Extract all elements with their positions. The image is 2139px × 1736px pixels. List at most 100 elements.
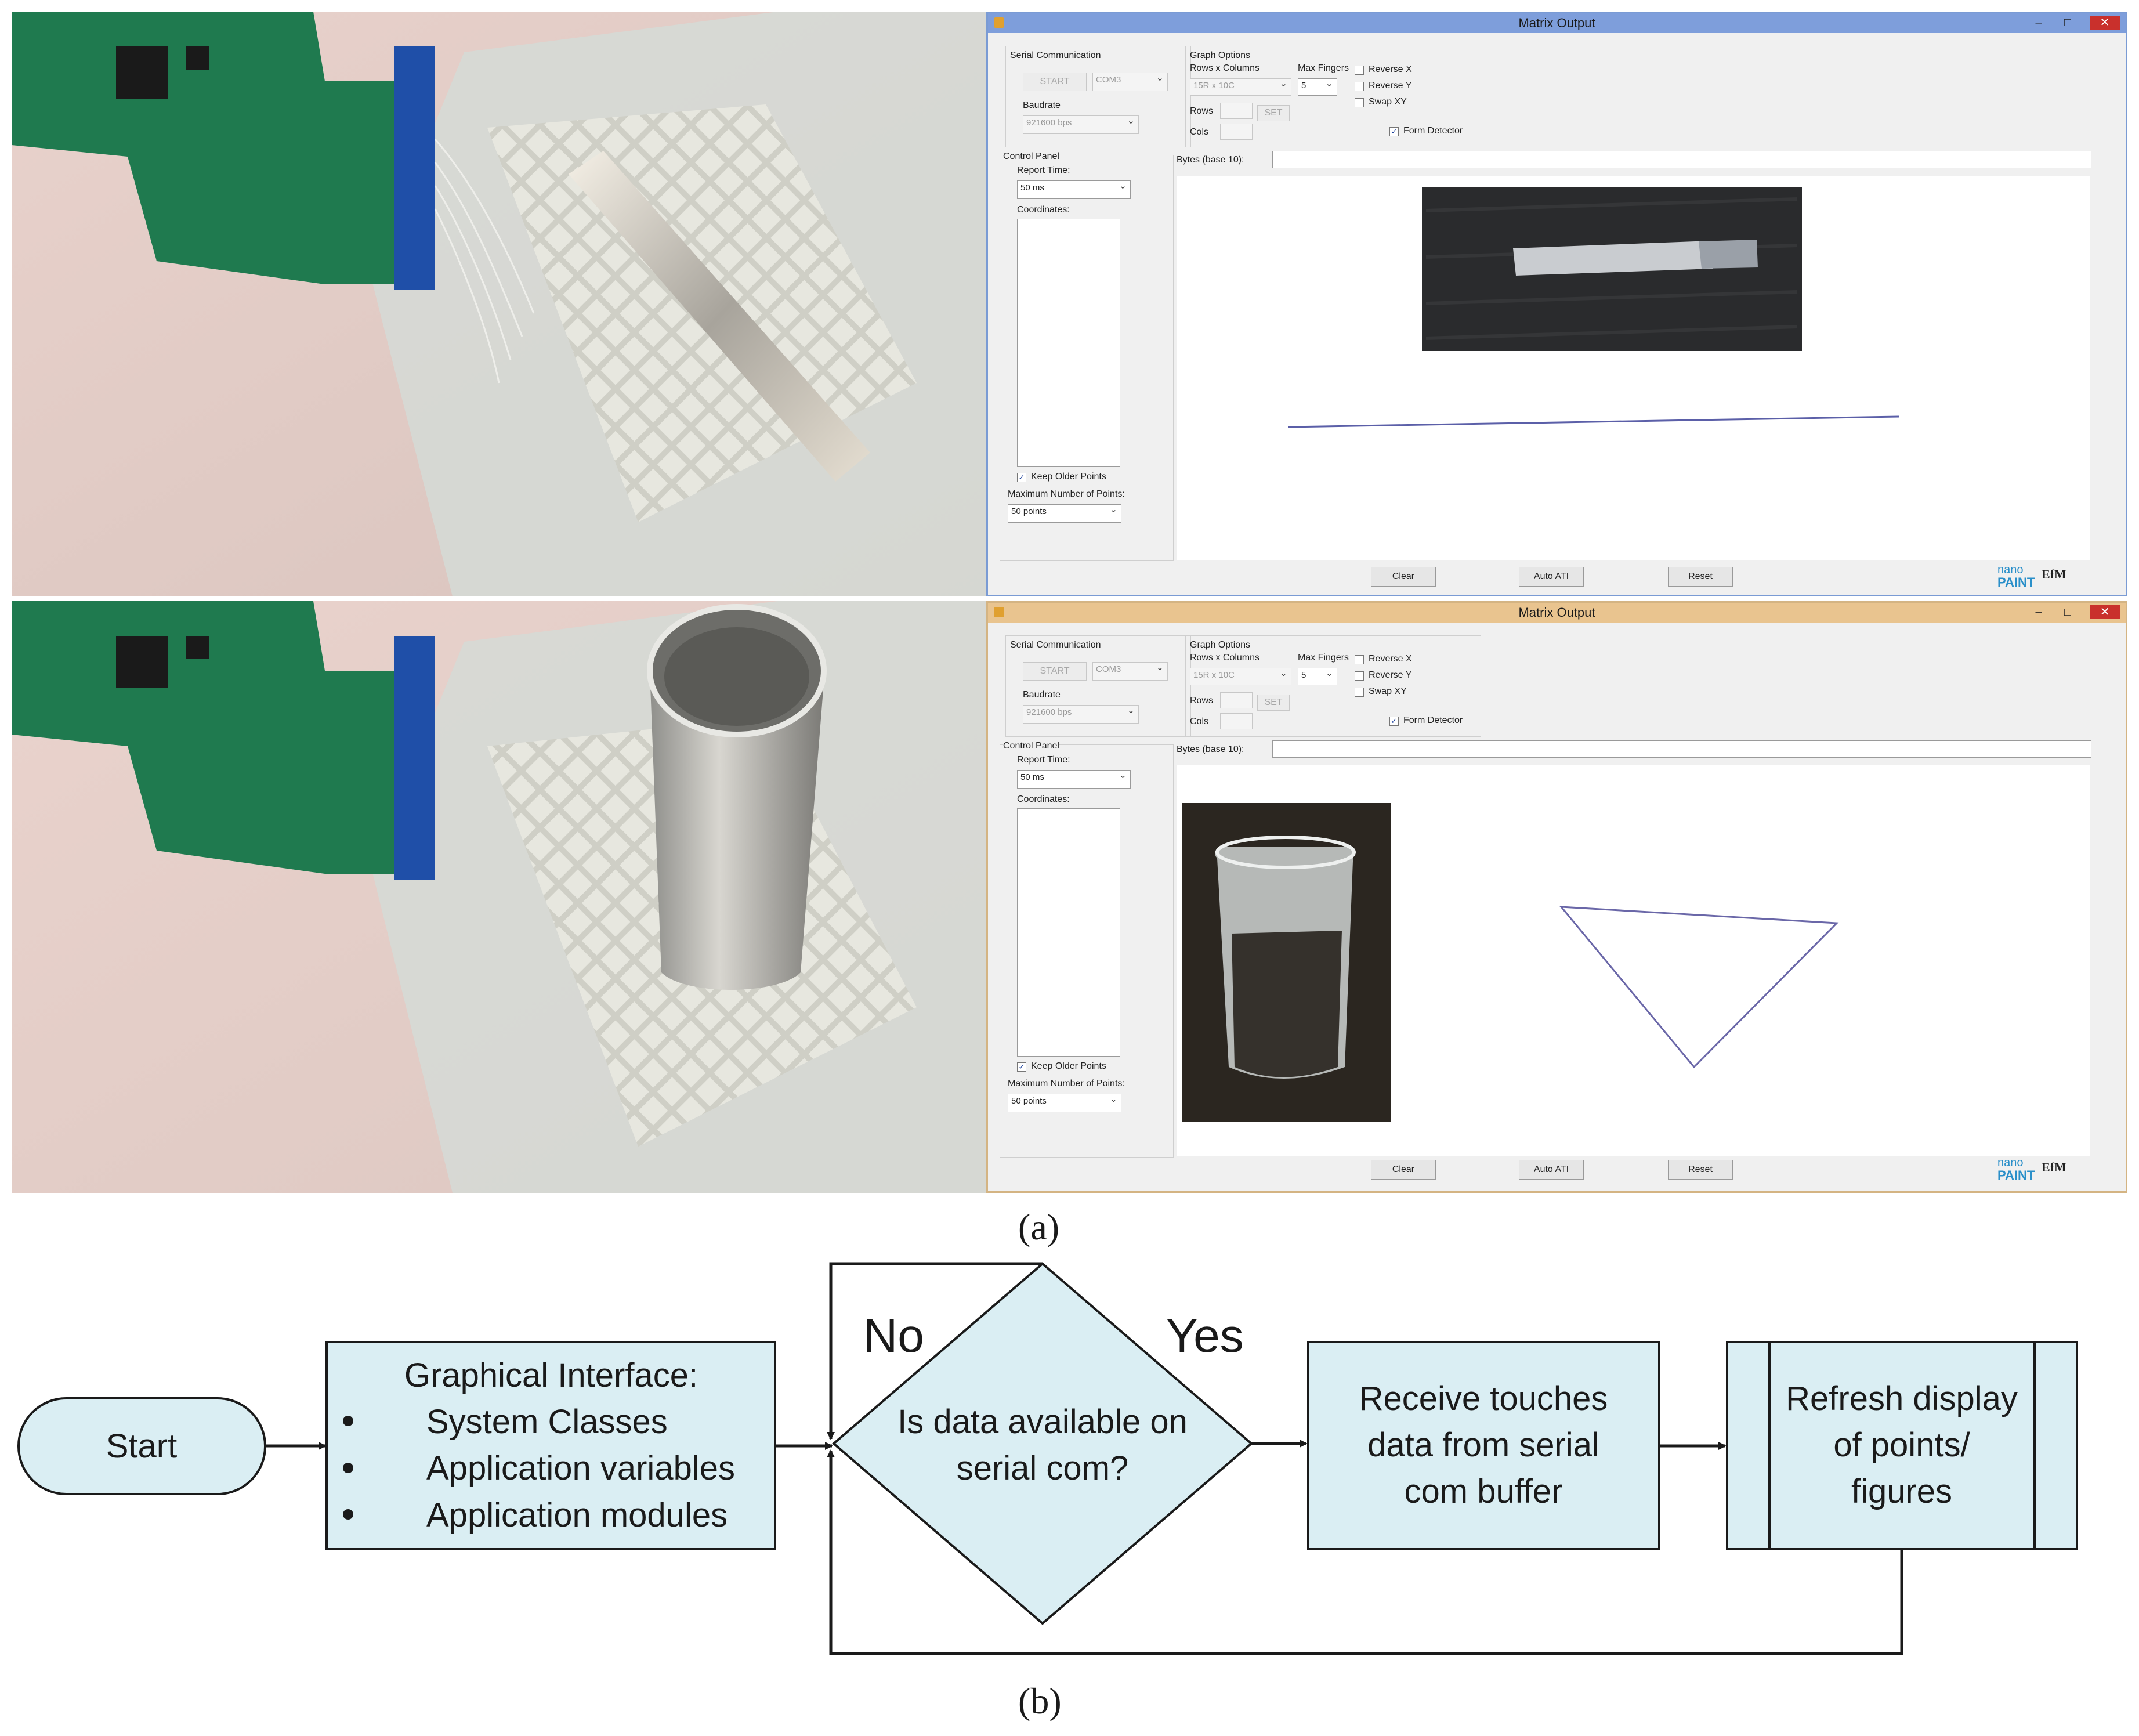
max-points-label: Maximum Number of Points: xyxy=(1008,489,1125,499)
com-port-select[interactable]: COM3 xyxy=(1092,661,1168,681)
swap-xy-checkbox[interactable] xyxy=(1355,98,1364,107)
keep-older-points-label: Keep Older Points xyxy=(1031,1061,1106,1071)
receive-text-line3: com buffer xyxy=(1405,1473,1563,1510)
receive-text-line2: data from serial xyxy=(1367,1426,1599,1464)
flowchart: Start Graphical Interface: System Classe… xyxy=(17,1262,2078,1655)
auto-ati-button[interactable]: Auto ATI xyxy=(1519,1160,1584,1180)
serial-communication-group xyxy=(1005,635,1191,737)
decision-text-line2: serial com? xyxy=(957,1449,1129,1487)
report-time-label: Report Time: xyxy=(1017,165,1070,175)
gui-item-2: Application variables xyxy=(426,1449,735,1487)
nano-paint-logo: nano PAINT xyxy=(1974,563,2035,589)
maximize-button[interactable]: □ xyxy=(2064,606,2072,619)
form-detector-checkbox[interactable]: ✓ xyxy=(1389,717,1399,726)
reverse-x-checkbox[interactable] xyxy=(1355,655,1364,664)
coordinates-list[interactable] xyxy=(1017,808,1120,1057)
control-panel-label: Control Panel xyxy=(1003,151,1059,162)
coordinates-label: Coordinates: xyxy=(1017,794,1070,804)
report-time-label: Report Time: xyxy=(1017,755,1070,765)
serial-communication-label: Serial Communication xyxy=(1010,640,1101,650)
start-button[interactable]: START xyxy=(1023,73,1087,91)
report-time-select[interactable]: 50 ms xyxy=(1017,180,1131,199)
form-detector-label: Form Detector xyxy=(1403,715,1463,725)
keep-older-points-checkbox[interactable]: ✓ xyxy=(1017,473,1026,482)
app-icon xyxy=(994,607,1004,617)
rows-input[interactable] xyxy=(1220,103,1253,119)
loop-no-path xyxy=(827,1262,1043,1440)
efm-logo: EfM xyxy=(2042,1160,2066,1174)
keep-older-points-label: Keep Older Points xyxy=(1031,472,1106,482)
baudrate-select[interactable]: 921600 bps xyxy=(1023,115,1139,134)
logo-paint-text: PAINT xyxy=(1997,1168,2035,1182)
reset-button[interactable]: Reset xyxy=(1668,567,1733,587)
gui-item-3: Application modules xyxy=(426,1496,728,1534)
max-fingers-select[interactable]: 5 xyxy=(1298,667,1337,685)
com-port-select[interactable]: COM3 xyxy=(1092,72,1168,91)
bytes-input[interactable] xyxy=(1272,740,2091,758)
max-fingers-label: Max Fingers xyxy=(1298,653,1349,663)
max-fingers-select[interactable]: 5 xyxy=(1298,78,1337,96)
bytes-input[interactable] xyxy=(1272,151,2091,168)
app-icon xyxy=(994,17,1004,28)
max-fingers-label: Max Fingers xyxy=(1298,63,1349,73)
receive-text-line1: Receive touches xyxy=(1359,1380,1608,1417)
clear-button[interactable]: Clear xyxy=(1371,1160,1436,1180)
rows-x-columns-select[interactable]: 15R x 10C xyxy=(1190,667,1291,685)
start-button[interactable]: START xyxy=(1023,662,1087,681)
decision-diamond xyxy=(831,1262,1254,1625)
rows-x-columns-label: Rows x Columns xyxy=(1190,63,1260,73)
graph-options-label: Graph Options xyxy=(1190,50,1251,60)
receive-process-box xyxy=(1307,1341,1660,1550)
logo-nano-text: nano xyxy=(1997,563,2024,576)
control-panel-group xyxy=(1000,155,1174,561)
minimize-button[interactable]: – xyxy=(2035,606,2042,619)
set-button[interactable]: SET xyxy=(1257,695,1290,711)
auto-ati-button[interactable]: Auto ATI xyxy=(1519,567,1584,587)
reset-button[interactable]: Reset xyxy=(1668,1160,1733,1180)
cols-input[interactable] xyxy=(1220,713,1253,729)
coordinates-label: Coordinates: xyxy=(1017,205,1070,215)
swap-xy-checkbox[interactable] xyxy=(1355,688,1364,697)
loop-return-path xyxy=(827,1449,1903,1655)
coordinates-list[interactable] xyxy=(1017,219,1120,467)
reverse-y-label: Reverse Y xyxy=(1369,81,1412,91)
maximize-button[interactable]: □ xyxy=(2064,16,2072,29)
clear-button[interactable]: Clear xyxy=(1371,567,1436,587)
keep-older-points-checkbox[interactable]: ✓ xyxy=(1017,1062,1026,1072)
detected-line-shape xyxy=(1287,415,1899,428)
control-panel-group xyxy=(1000,744,1174,1158)
close-button[interactable]: ✕ xyxy=(2090,605,2120,619)
bullet-icon xyxy=(343,1509,353,1520)
subfigure-label-b: (b) xyxy=(1018,1680,1062,1721)
graph-options-group xyxy=(1185,46,1481,147)
max-points-select[interactable]: 50 points xyxy=(1008,1093,1121,1112)
bytes-label: Bytes (base 10): xyxy=(1177,744,1244,754)
reverse-x-checkbox[interactable] xyxy=(1355,66,1364,75)
cols-label: Cols xyxy=(1190,717,1209,726)
serial-communication-group xyxy=(1005,46,1191,147)
form-detector-checkbox[interactable]: ✓ xyxy=(1389,127,1399,136)
max-points-select[interactable]: 50 points xyxy=(1008,504,1121,523)
cols-input[interactable] xyxy=(1220,124,1253,140)
reverse-y-checkbox[interactable] xyxy=(1355,671,1364,681)
matrix-output-window-top: Matrix Output – □ ✕ Serial Communication… xyxy=(986,12,2127,596)
no-label: No xyxy=(863,1310,924,1362)
baudrate-select[interactable]: 921600 bps xyxy=(1023,704,1139,724)
refresh-text-line1: Refresh display xyxy=(1786,1380,2018,1417)
minimize-button[interactable]: – xyxy=(2035,16,2042,29)
reverse-y-label: Reverse Y xyxy=(1369,670,1412,680)
graph-options-group xyxy=(1185,635,1481,737)
baudrate-label: Baudrate xyxy=(1023,690,1061,700)
refresh-text-line3: figures xyxy=(1851,1473,1952,1510)
close-button[interactable]: ✕ xyxy=(2090,16,2120,30)
set-button[interactable]: SET xyxy=(1257,105,1290,121)
reverse-y-checkbox[interactable] xyxy=(1355,82,1364,91)
report-time-select[interactable]: 50 ms xyxy=(1017,769,1131,789)
rows-x-columns-select[interactable]: 15R x 10C xyxy=(1190,78,1291,96)
refresh-subprocess-box xyxy=(1726,1341,2078,1550)
window-title: Matrix Output xyxy=(1518,16,1595,30)
rows-input[interactable] xyxy=(1220,692,1253,708)
detected-triangle-shape xyxy=(1559,906,1839,1069)
form-detector-label: Form Detector xyxy=(1403,126,1463,136)
title-bar: Matrix Output – □ ✕ xyxy=(988,13,2126,33)
